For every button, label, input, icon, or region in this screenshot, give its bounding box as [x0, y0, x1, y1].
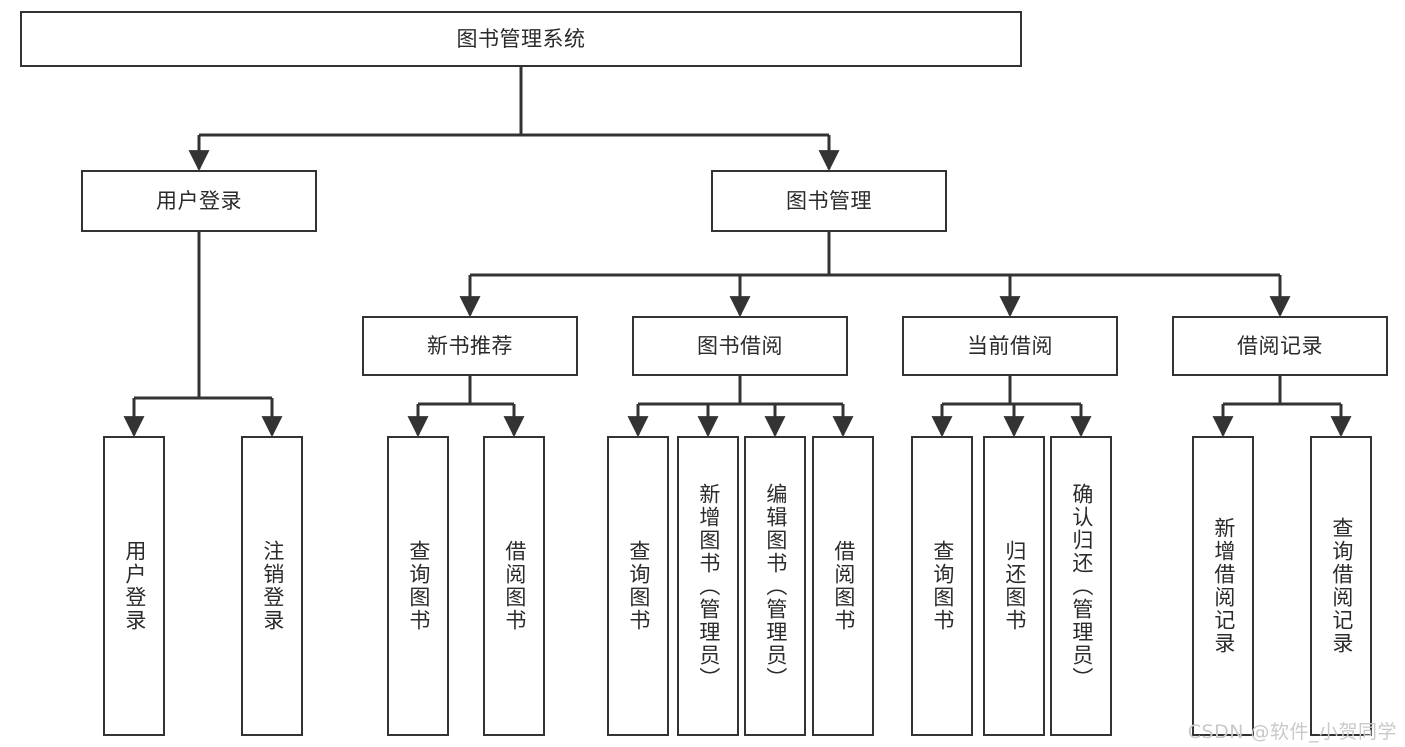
node-label: 编辑图书（管理员）	[763, 482, 788, 690]
connector-lines	[123, 67, 1352, 438]
node-label: 借阅记录	[1237, 333, 1323, 358]
node-l3-current[interactable]: 当前借阅	[902, 316, 1118, 376]
node-root[interactable]: 图书管理系统	[20, 11, 1022, 67]
node-lf-logout[interactable]: 注销登录	[241, 436, 303, 736]
node-label: 图书管理	[786, 188, 872, 213]
node-lf-nb-query[interactable]: 查询图书	[387, 436, 449, 736]
node-lf-cu-query[interactable]: 查询图书	[911, 436, 973, 736]
watermark-label: CSDN @软件_小贺同学	[1187, 721, 1397, 743]
node-lf-cu-return[interactable]: 归还图书	[983, 436, 1045, 736]
node-lf-bw-add[interactable]: 新增图书（管理员）	[677, 436, 739, 736]
node-lf-userlogin[interactable]: 用户登录	[103, 436, 165, 736]
node-label: 新增借阅记录	[1211, 517, 1236, 655]
node-label: 图书借阅	[697, 333, 783, 358]
node-l3-newbook[interactable]: 新书推荐	[362, 316, 578, 376]
node-lf-cu-confirm[interactable]: 确认归还（管理员）	[1050, 436, 1112, 736]
node-label: 用户登录	[122, 540, 147, 632]
node-label: 查询图书	[626, 540, 651, 632]
node-lf-bw-edit[interactable]: 编辑图书（管理员）	[744, 436, 806, 736]
node-label: 注销登录	[260, 540, 285, 632]
node-label: 查询借阅记录	[1329, 517, 1354, 655]
node-l2-books[interactable]: 图书管理	[711, 170, 947, 232]
node-label: 用户登录	[156, 188, 242, 213]
node-l2-login[interactable]: 用户登录	[81, 170, 317, 232]
node-label: 借阅图书	[502, 540, 527, 632]
node-lf-nb-borrow[interactable]: 借阅图书	[483, 436, 545, 736]
node-label: 查询图书	[930, 540, 955, 632]
node-label: 归还图书	[1002, 540, 1027, 632]
node-lf-rc-add[interactable]: 新增借阅记录	[1192, 436, 1254, 736]
node-label: 图书管理系统	[456, 26, 586, 51]
node-label: 新增图书（管理员）	[696, 482, 721, 690]
node-lf-bw-query[interactable]: 查询图书	[607, 436, 669, 736]
node-label: 确认归还（管理员）	[1069, 482, 1094, 690]
node-l3-borrow[interactable]: 图书借阅	[632, 316, 848, 376]
node-label: 新书推荐	[427, 333, 513, 358]
node-label: 查询图书	[406, 540, 431, 632]
node-label: 当前借阅	[967, 333, 1053, 358]
node-lf-bw-borrow[interactable]: 借阅图书	[812, 436, 874, 736]
node-label: 借阅图书	[831, 540, 856, 632]
node-lf-rc-query[interactable]: 查询借阅记录	[1310, 436, 1372, 736]
node-l3-record[interactable]: 借阅记录	[1172, 316, 1388, 376]
